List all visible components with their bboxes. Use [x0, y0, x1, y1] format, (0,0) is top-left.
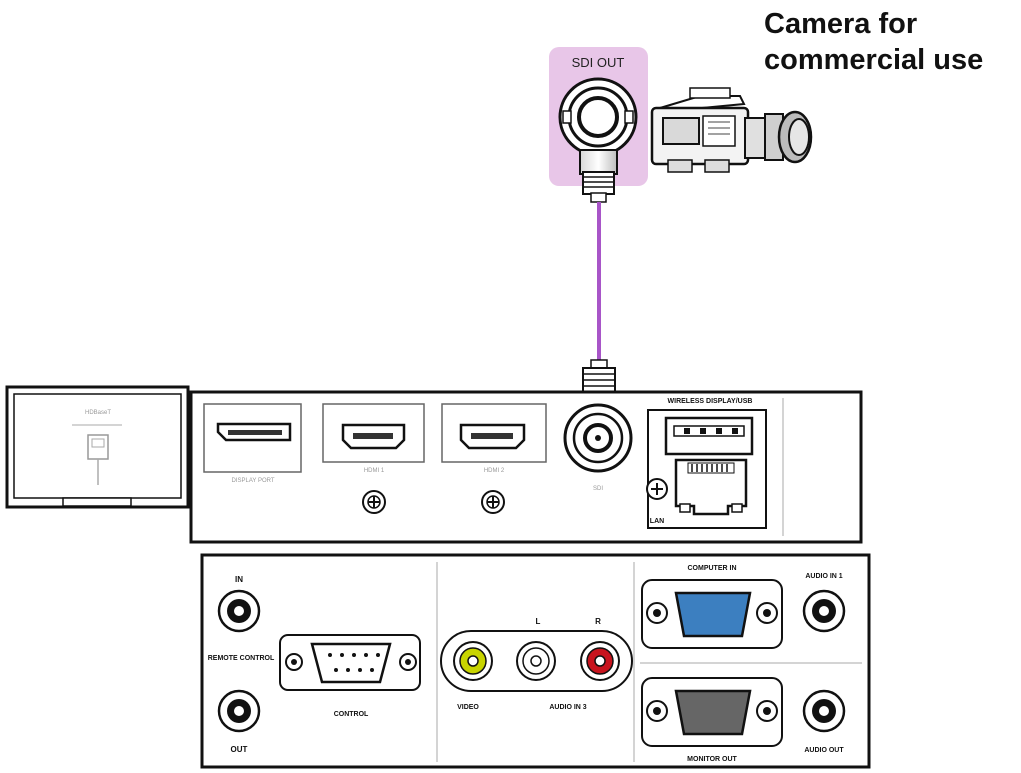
- hdmi1-connector[interactable]: HDMI 1: [322, 403, 425, 514]
- audio-r-rca-jack[interactable]: [580, 641, 620, 681]
- remote-control-out-jack[interactable]: OUT: [217, 689, 261, 754]
- hdmi2-connector[interactable]: HDMI 2: [441, 403, 547, 514]
- audio-in1-label: AUDIO IN 1: [805, 573, 842, 580]
- audio-r-label: R: [595, 617, 601, 626]
- camera-heading: Camera for commercial use: [764, 6, 1021, 78]
- video-label: VIDEO: [457, 704, 479, 711]
- screw-icon: [646, 478, 668, 500]
- screw-icon: [481, 490, 505, 514]
- hdbaset-panel: HDBaseT: [5, 385, 190, 509]
- usb-label: WIRELESS DISPLAY/USB: [668, 398, 753, 405]
- control-serial-connector[interactable]: CONTROL: [279, 634, 421, 718]
- audio-l-rca-jack[interactable]: [516, 641, 556, 681]
- audio-in1-jack[interactable]: AUDIO IN 1: [802, 573, 846, 633]
- displayport-label: DISPLAY PORT: [231, 478, 274, 484]
- camera-heading-line2: commercial use: [764, 44, 984, 76]
- camera-sdi-out: SDI OUT: [549, 47, 648, 203]
- sdi-out-jack-icon: [558, 77, 638, 157]
- computer-in-label: COMPUTER IN: [688, 565, 737, 572]
- hdbaset-label: HDBaseT: [85, 410, 111, 416]
- control-label: CONTROL: [334, 711, 369, 718]
- audio-out-jack[interactable]: AUDIO OUT: [802, 689, 846, 754]
- hdmi2-label: HDMI 2: [484, 468, 505, 474]
- audio-in3-label: AUDIO IN 3: [549, 704, 586, 711]
- upper-connector-panel: DISPLAY PORT HDMI 1 HDMI 2: [189, 390, 863, 544]
- video-rca-jack[interactable]: [453, 641, 493, 681]
- video-camera-icon: [650, 87, 813, 173]
- monitor-out-vga-connector[interactable]: MONITOR OUT: [641, 677, 783, 763]
- remote-in-label: IN: [235, 575, 243, 584]
- lan-label: LAN: [650, 518, 664, 525]
- audio-l-label: L: [536, 617, 541, 626]
- monitor-out-label: MONITOR OUT: [687, 756, 737, 763]
- remote-control-in-jack[interactable]: IN: [217, 575, 261, 633]
- displayport-connector[interactable]: DISPLAY PORT: [203, 403, 302, 484]
- rj45-jack-icon: [87, 434, 109, 485]
- sdi-plug-top-icon: [579, 149, 618, 203]
- audio-out-label: AUDIO OUT: [804, 747, 844, 754]
- computer-in-vga-connector[interactable]: COMPUTER IN: [641, 565, 783, 649]
- hdmi1-label: HDMI 1: [364, 468, 385, 474]
- sdi-out-label: SDI OUT: [572, 55, 625, 70]
- camera-heading-line1: Camera for: [764, 8, 918, 40]
- sdi-in-connector[interactable]: SDI: [563, 403, 633, 492]
- screw-icon: [362, 490, 386, 514]
- sdi-in-label: SDI: [593, 486, 603, 492]
- remote-out-label: OUT: [231, 745, 248, 754]
- lan-connector[interactable]: LAN: [646, 458, 748, 525]
- remote-control-label: REMOTE CONTROL: [208, 655, 275, 662]
- lower-connector-panel: IN REMOTE CONTROL OUT: [200, 553, 871, 769]
